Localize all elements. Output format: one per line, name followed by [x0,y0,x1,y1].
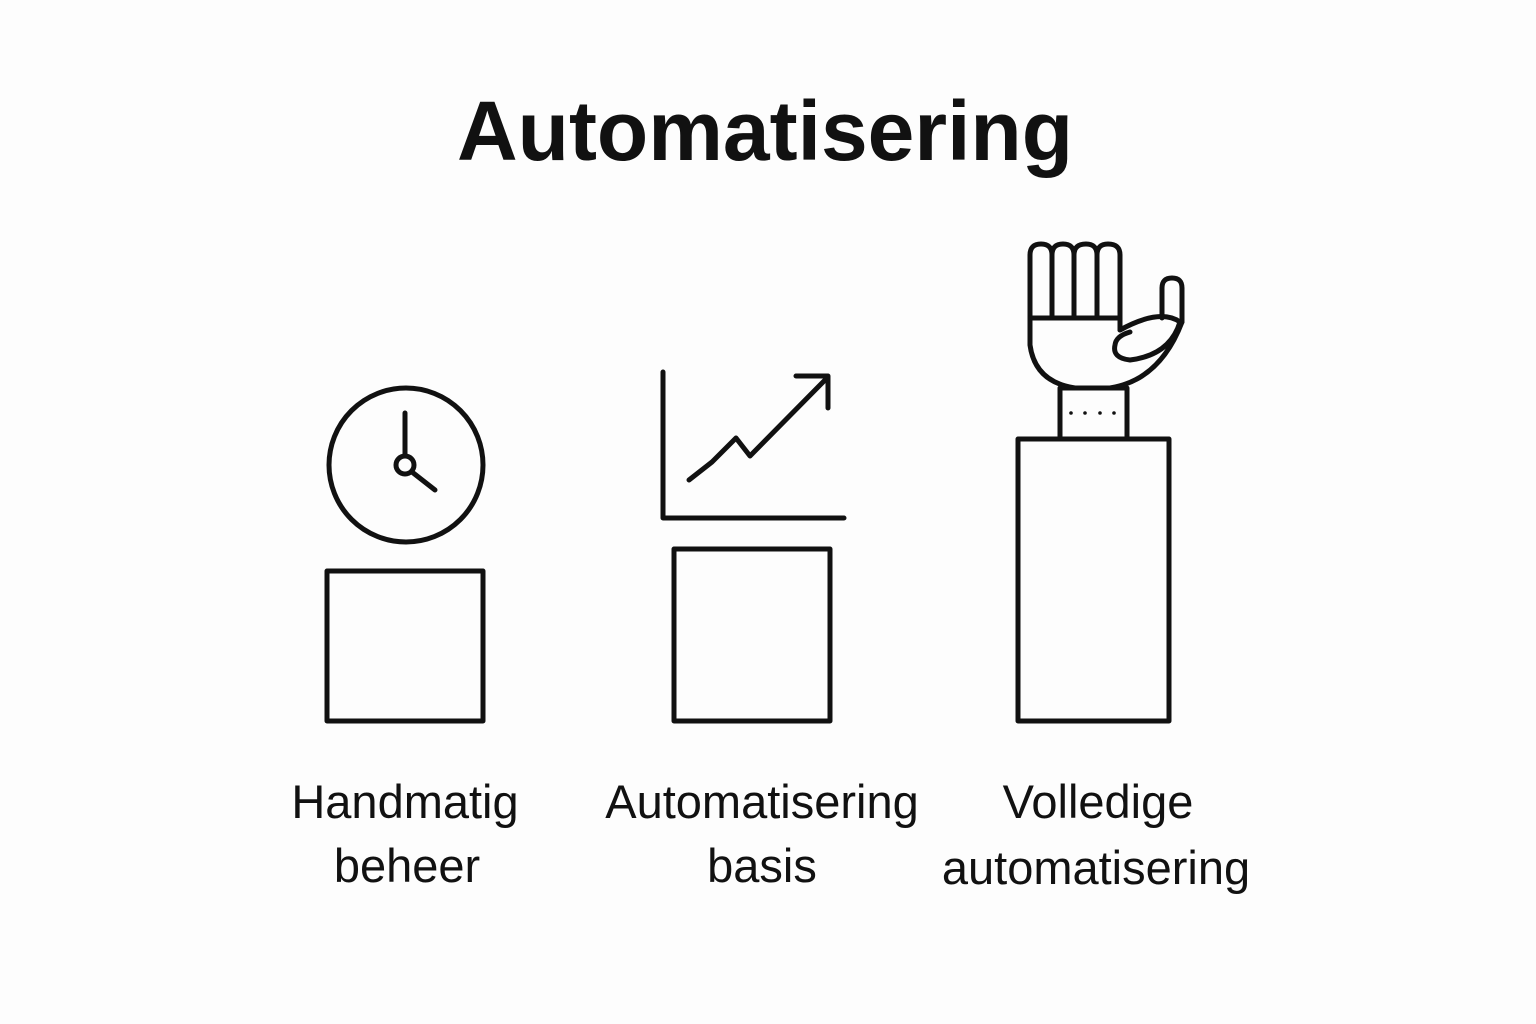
label-full-line2: automatisering [942,841,1250,894]
clock-icon [326,385,486,545]
stage-basic: Automatisering basis [605,369,919,892]
label-full-line1: Volledige [1003,775,1194,828]
label-manual-line2: beheer [334,839,480,892]
label-manual-line1: Handmatig [291,775,518,828]
label-basic-line1: Automatisering [605,775,919,828]
diagram-title: Automatisering [457,84,1073,178]
bar-basic [671,546,833,724]
bar-full [1015,436,1172,724]
label-basic-line2: basis [707,839,817,892]
stage-manual: Handmatig beheer [291,385,519,892]
bar-manual [324,568,486,724]
robot-hand-icon [1027,241,1185,442]
stage-full: Volledige automatisering [942,241,1250,894]
growth-chart-icon [660,369,847,521]
